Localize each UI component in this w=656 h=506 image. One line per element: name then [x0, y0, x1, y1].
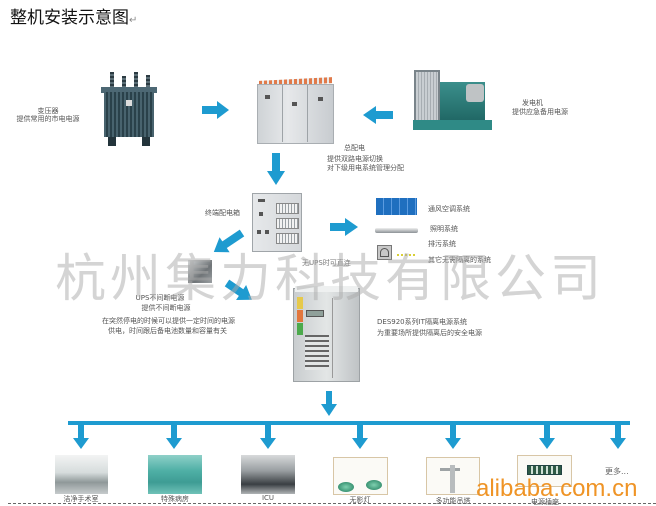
status-band-green	[297, 323, 303, 335]
switchgear-divider	[307, 85, 308, 142]
isolation-system-desc: 为重要场所提供隔离后的安全电源	[377, 329, 482, 337]
arrow-left-icon	[363, 106, 393, 124]
ups-desc-line: 供电，时间跟后备电池数量和容量有关	[108, 327, 227, 335]
terminal-box-light	[259, 212, 263, 216]
arrow-right-icon	[330, 218, 358, 236]
terminal-box-switch	[257, 230, 261, 234]
return-mark: ↵	[129, 15, 138, 26]
branch-arrow-icon	[539, 425, 555, 449]
arrow-right-icon	[202, 101, 229, 119]
arrow-down-icon	[321, 391, 337, 416]
branch-arrow-icon	[352, 425, 368, 449]
status-band-orange	[297, 310, 303, 322]
load-label: 洁净手术室	[63, 495, 99, 503]
generator-base	[413, 120, 492, 130]
generator-name: 发电机	[522, 99, 543, 107]
switchgear-body	[257, 84, 334, 144]
switchgear-meter	[318, 97, 323, 101]
ups-image	[188, 260, 212, 283]
generator-desc: 提供应急备用电源	[512, 108, 568, 116]
main-distribution-line: 提供双路电源切换	[327, 155, 383, 163]
isolation-cabinet-top	[295, 286, 358, 292]
power-bus-bar	[68, 421, 630, 425]
terminal-box-meter	[258, 199, 265, 202]
load-label: ICU	[261, 494, 275, 502]
transformer-bushing	[146, 75, 150, 88]
main-distribution-line: 对下级用电系统管理分配	[327, 164, 404, 172]
lighting-fixture-image	[375, 228, 418, 233]
system-item: 其它无需隔离的系统	[428, 256, 491, 264]
system-item: 排污系统	[428, 240, 456, 248]
terminal-box-breaker-row	[276, 233, 299, 244]
lamp-head	[338, 482, 354, 492]
branch-arrow-icon	[73, 425, 89, 449]
load-label: 电源插座	[531, 498, 559, 506]
more-label: 更多...	[605, 467, 629, 476]
transformer-foot	[108, 137, 116, 146]
ups-title: UPS不间断电源	[135, 294, 185, 302]
diagram-title: 整机安装示意图↵	[10, 8, 137, 31]
transformer-bushing	[110, 72, 114, 88]
load-label: 多功能吊塔	[435, 497, 471, 505]
arrow-down-right-icon	[224, 279, 252, 300]
ventilation-unit-image	[376, 198, 417, 215]
branch-arrow-icon	[166, 425, 182, 449]
isolation-cabinet-display	[306, 310, 324, 317]
transformer-desc: 提供常用的市电电源	[16, 115, 80, 123]
transformer-cover	[101, 87, 157, 93]
switchgear-meter	[292, 102, 297, 106]
clean-operating-room-photo	[55, 455, 108, 494]
transformer-foot	[142, 137, 150, 146]
transformer-plate	[126, 100, 132, 106]
icu-photo	[241, 455, 295, 494]
bottom-dashed-divider	[8, 503, 656, 504]
isolation-system-title: DES920系列IT隔离电源系统	[377, 318, 467, 326]
switchgear-divider	[282, 85, 283, 142]
branch-arrow-icon	[445, 425, 461, 449]
status-band-yellow	[297, 297, 303, 309]
branch-arrow-icon	[610, 425, 626, 449]
isolation-cabinet-door	[332, 298, 357, 378]
terminal-box-breaker-row	[276, 203, 299, 214]
transformer-bushing	[134, 72, 138, 88]
switchgear-meter	[265, 95, 270, 99]
main-distribution-name: 总配电	[344, 144, 365, 152]
pendant-column	[450, 465, 455, 493]
terminal-box-name: 终端配电箱	[205, 209, 240, 217]
arrow-down-icon	[267, 153, 285, 185]
ups-desc-line: 在突然停电的时候可以提供一定时间的电源	[102, 317, 235, 325]
terminal-box-breaker-row	[276, 218, 299, 229]
socket-strip	[527, 465, 562, 475]
lamp-head	[366, 480, 382, 490]
transformer-body	[104, 92, 154, 137]
drain-pump-icon	[380, 248, 389, 257]
special-ward-photo	[148, 455, 202, 494]
system-item: 照明系统	[430, 225, 458, 233]
terminal-box-switch	[265, 230, 269, 234]
load-label: 无影灯	[349, 496, 371, 504]
ups-subtitle: 提供不间断电源	[141, 304, 191, 312]
title-text: 整机安装示意图	[10, 8, 129, 28]
site-watermark: alibaba.com.cn	[476, 475, 638, 502]
arrow-down-left-icon	[213, 229, 245, 253]
isolation-cabinet-vent	[305, 335, 329, 370]
generator-alternator	[466, 84, 484, 102]
branch-arrow-icon	[260, 425, 276, 449]
transformer-bushing	[122, 76, 126, 88]
shadowless-lamp-photo	[333, 457, 388, 495]
transformer-name: 变压器	[37, 107, 59, 115]
system-item: 通风空调系统	[428, 205, 470, 213]
bypass-note: 无UPS时可直连	[302, 259, 351, 267]
other-systems-dotted-marker	[397, 254, 415, 256]
load-label: 特殊病房	[161, 495, 189, 503]
